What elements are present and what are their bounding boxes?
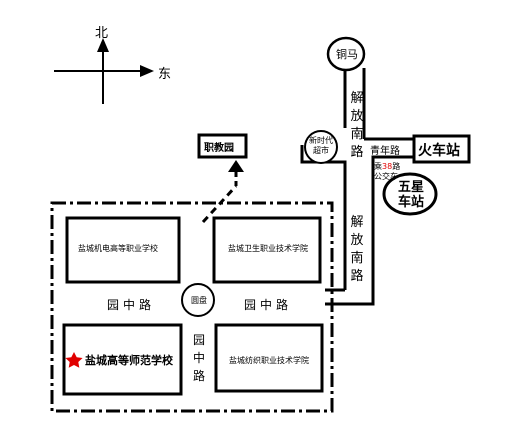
school-fangzhi-label: 盐城纺织职业技术学院 [229, 356, 309, 365]
block-weisheng [212, 216, 322, 284]
bus-info: 乘38路 公交车 [374, 162, 400, 182]
bus-line2: 公交车 [374, 172, 398, 181]
compass-north-label: 北 [95, 26, 109, 41]
jiaogongyuan-box [197, 133, 248, 159]
wuxing-oval [382, 172, 438, 216]
tongma-label: 铜马 [336, 48, 358, 61]
school-shifan-label: 盐城高等师范学校 [85, 354, 173, 367]
roundabout-circle [181, 283, 215, 317]
wuxing-station-label: 五星车站 [397, 180, 424, 210]
school-weisheng-label: 盐城卫生职业技术学院 [228, 244, 308, 253]
school-jidian-label: 盐城机电高等职业学校 [78, 244, 158, 253]
tongma-oval [326, 36, 366, 72]
yuanzhong-vertical-label: 园中路 [192, 333, 205, 383]
campus-boundary [50, 201, 334, 413]
qingnian-label: 青年路 [370, 146, 400, 157]
bus-prefix: 乘 [374, 162, 382, 171]
block-shifan [62, 323, 183, 396]
block-fangzhi [214, 323, 324, 393]
red-star-icon [65, 352, 83, 368]
jiefang-lower-label: 解放南路 [350, 215, 364, 284]
block-jidian [65, 216, 181, 284]
xinshidai-label: 新时代超市 [309, 136, 333, 155]
compass-east-label: 东 [158, 67, 172, 82]
jiefang-upper-label: 解放南路 [350, 91, 364, 160]
compass-icon [54, 38, 154, 104]
bus-route: 38 [382, 162, 393, 171]
train-station-box [412, 134, 471, 164]
yuanzhong-left-label: 园中路 [107, 298, 156, 312]
xinshidai-circle [304, 130, 338, 164]
train-station-label: 火车站 [418, 143, 460, 159]
bus-suffix: 路 [392, 162, 401, 171]
roundabout-label: 圆盘 [191, 296, 207, 305]
jiaogongyuan-label: 职教园 [204, 143, 234, 154]
yuanzhong-right-label: 园中路 [244, 298, 293, 312]
dashed-arrow-icon [201, 160, 244, 224]
